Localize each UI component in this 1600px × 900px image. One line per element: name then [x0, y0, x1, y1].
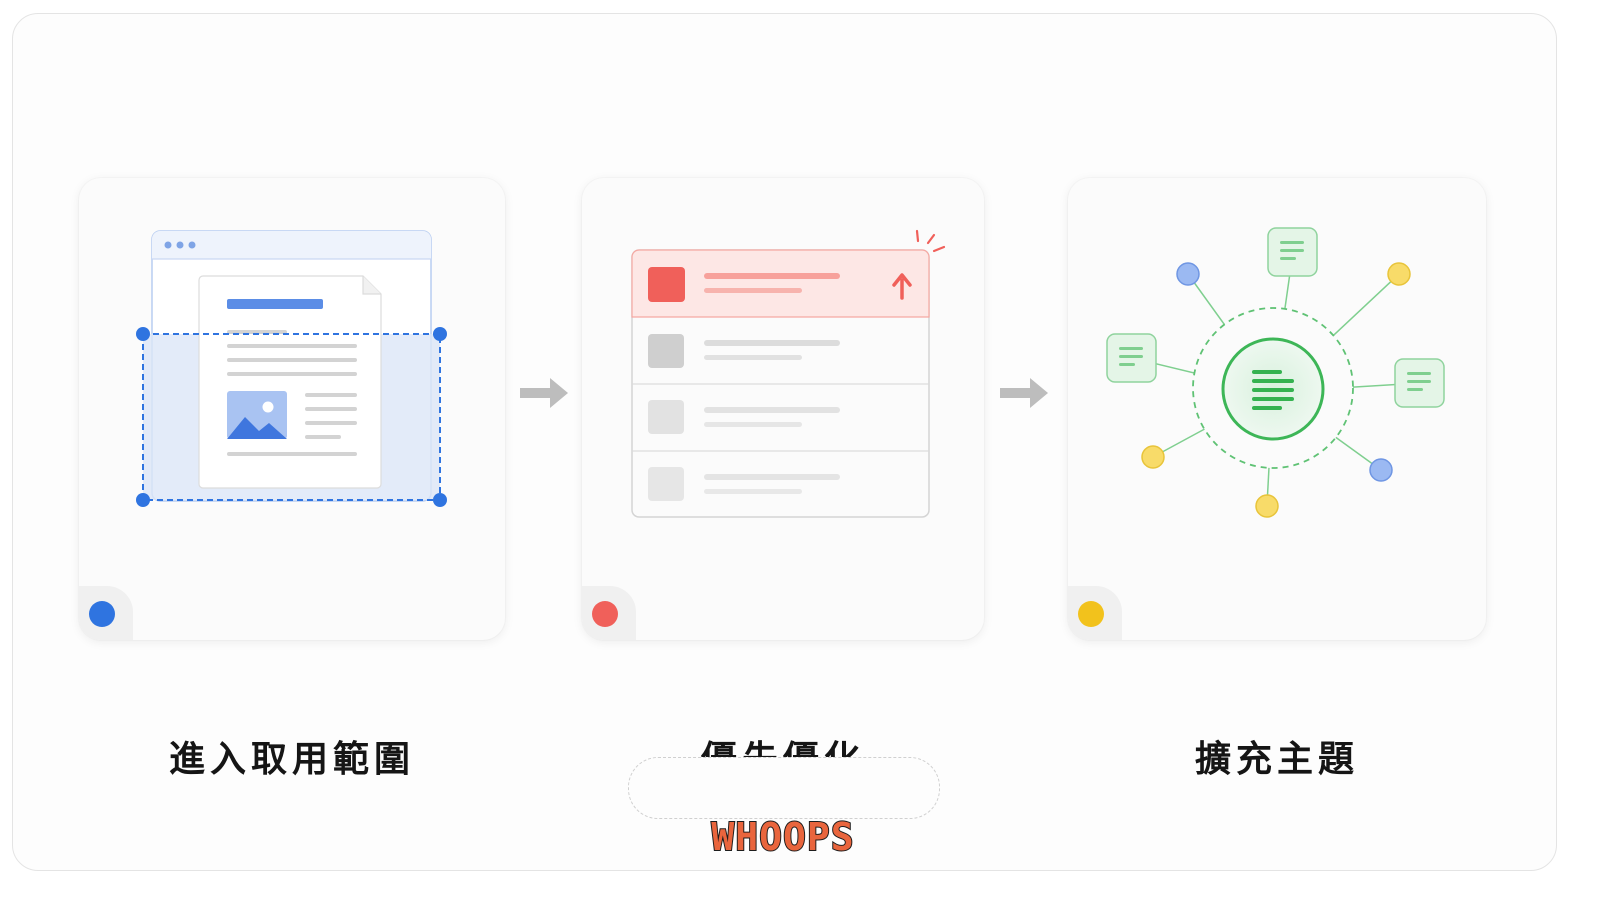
step-card-expand-topics: 擴充主題: [1068, 178, 1486, 780]
step-card-prioritize: 優先優化: [582, 178, 984, 780]
step-title: 進入取用範圍: [168, 739, 415, 780]
arrow-right-icon: [1000, 378, 1048, 408]
priority-list-icon: [631, 229, 946, 518]
step-marker-dot: [89, 601, 115, 627]
step-title: 擴充主題: [1194, 739, 1359, 780]
whoops-watermark: WHOOPS: [710, 814, 855, 860]
document-selection-icon: [136, 230, 447, 507]
step-marker-dot: [592, 601, 618, 627]
arrow-right-icon: [520, 378, 568, 408]
topic-network-icon: [1106, 227, 1445, 518]
empty-placeholder-pill: [628, 757, 940, 819]
step-card-access-scope: 進入取用範圍: [79, 178, 505, 780]
step-marker-dot: [1078, 601, 1104, 627]
